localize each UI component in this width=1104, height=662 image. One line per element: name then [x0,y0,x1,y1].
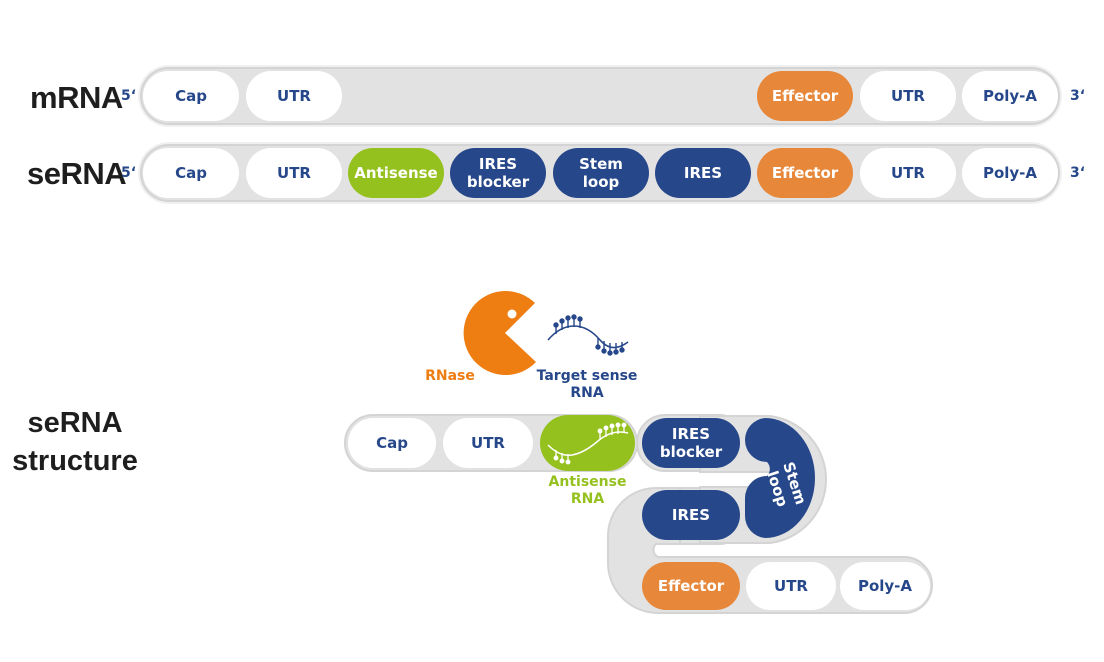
rnase-eye-icon [507,309,517,319]
mrna-polya: Poly-A [962,71,1058,121]
serna-antisense: Antisense [348,148,444,198]
structure-label-line2: structure [12,445,138,477]
mrna-cap: Cap [143,71,239,121]
structure-ires: IRES [642,490,740,540]
antisense-wave-icon [547,422,629,465]
serna-three-prime: 3‘ [1070,165,1086,181]
serna-polya: Poly-A [962,148,1058,198]
rnase-icon [463,291,536,376]
structure-effector: Effector [642,562,740,610]
structure-label: seRNA structure [0,404,150,480]
serna-cap: Cap [143,148,239,198]
serna-ires: IRES [655,148,751,198]
serna-five-prime: 5‘ [121,165,137,181]
mrna-label: mRNA [30,80,123,115]
serna-utr-5: UTR [246,148,342,198]
structure-antisense [540,415,635,471]
structure-cap: Cap [348,418,436,468]
mrna-utr-3: UTR [860,71,956,121]
structure-polya: Poly-A [840,562,930,610]
serna-stem-loop: Stem loop [553,148,649,198]
structure-label-line1: seRNA [27,407,123,439]
structure-utr-3: UTR [746,562,836,610]
serna-utr-3: UTR [860,148,956,198]
mrna-three-prime: 3‘ [1070,88,1086,104]
structure-ires-blocker: IRES blocker [642,418,740,468]
mrna-effector: Effector [757,71,853,121]
structure-stem-loop-shape [744,418,815,538]
structure-utr-5: UTR [443,418,533,468]
serna-effector: Effector [757,148,853,198]
antisense-caption: Antisense RNA [548,474,627,507]
serna-label: seRNA [27,156,127,191]
rnase-caption: RNase [425,368,475,384]
serna-ires-blocker: IRES blocker [450,148,546,198]
mrna-five-prime: 5‘ [121,88,137,104]
target-rna-icon [547,314,629,356]
target-sense-caption: Target sense RNA [536,368,638,401]
mrna-utr-5: UTR [246,71,342,121]
